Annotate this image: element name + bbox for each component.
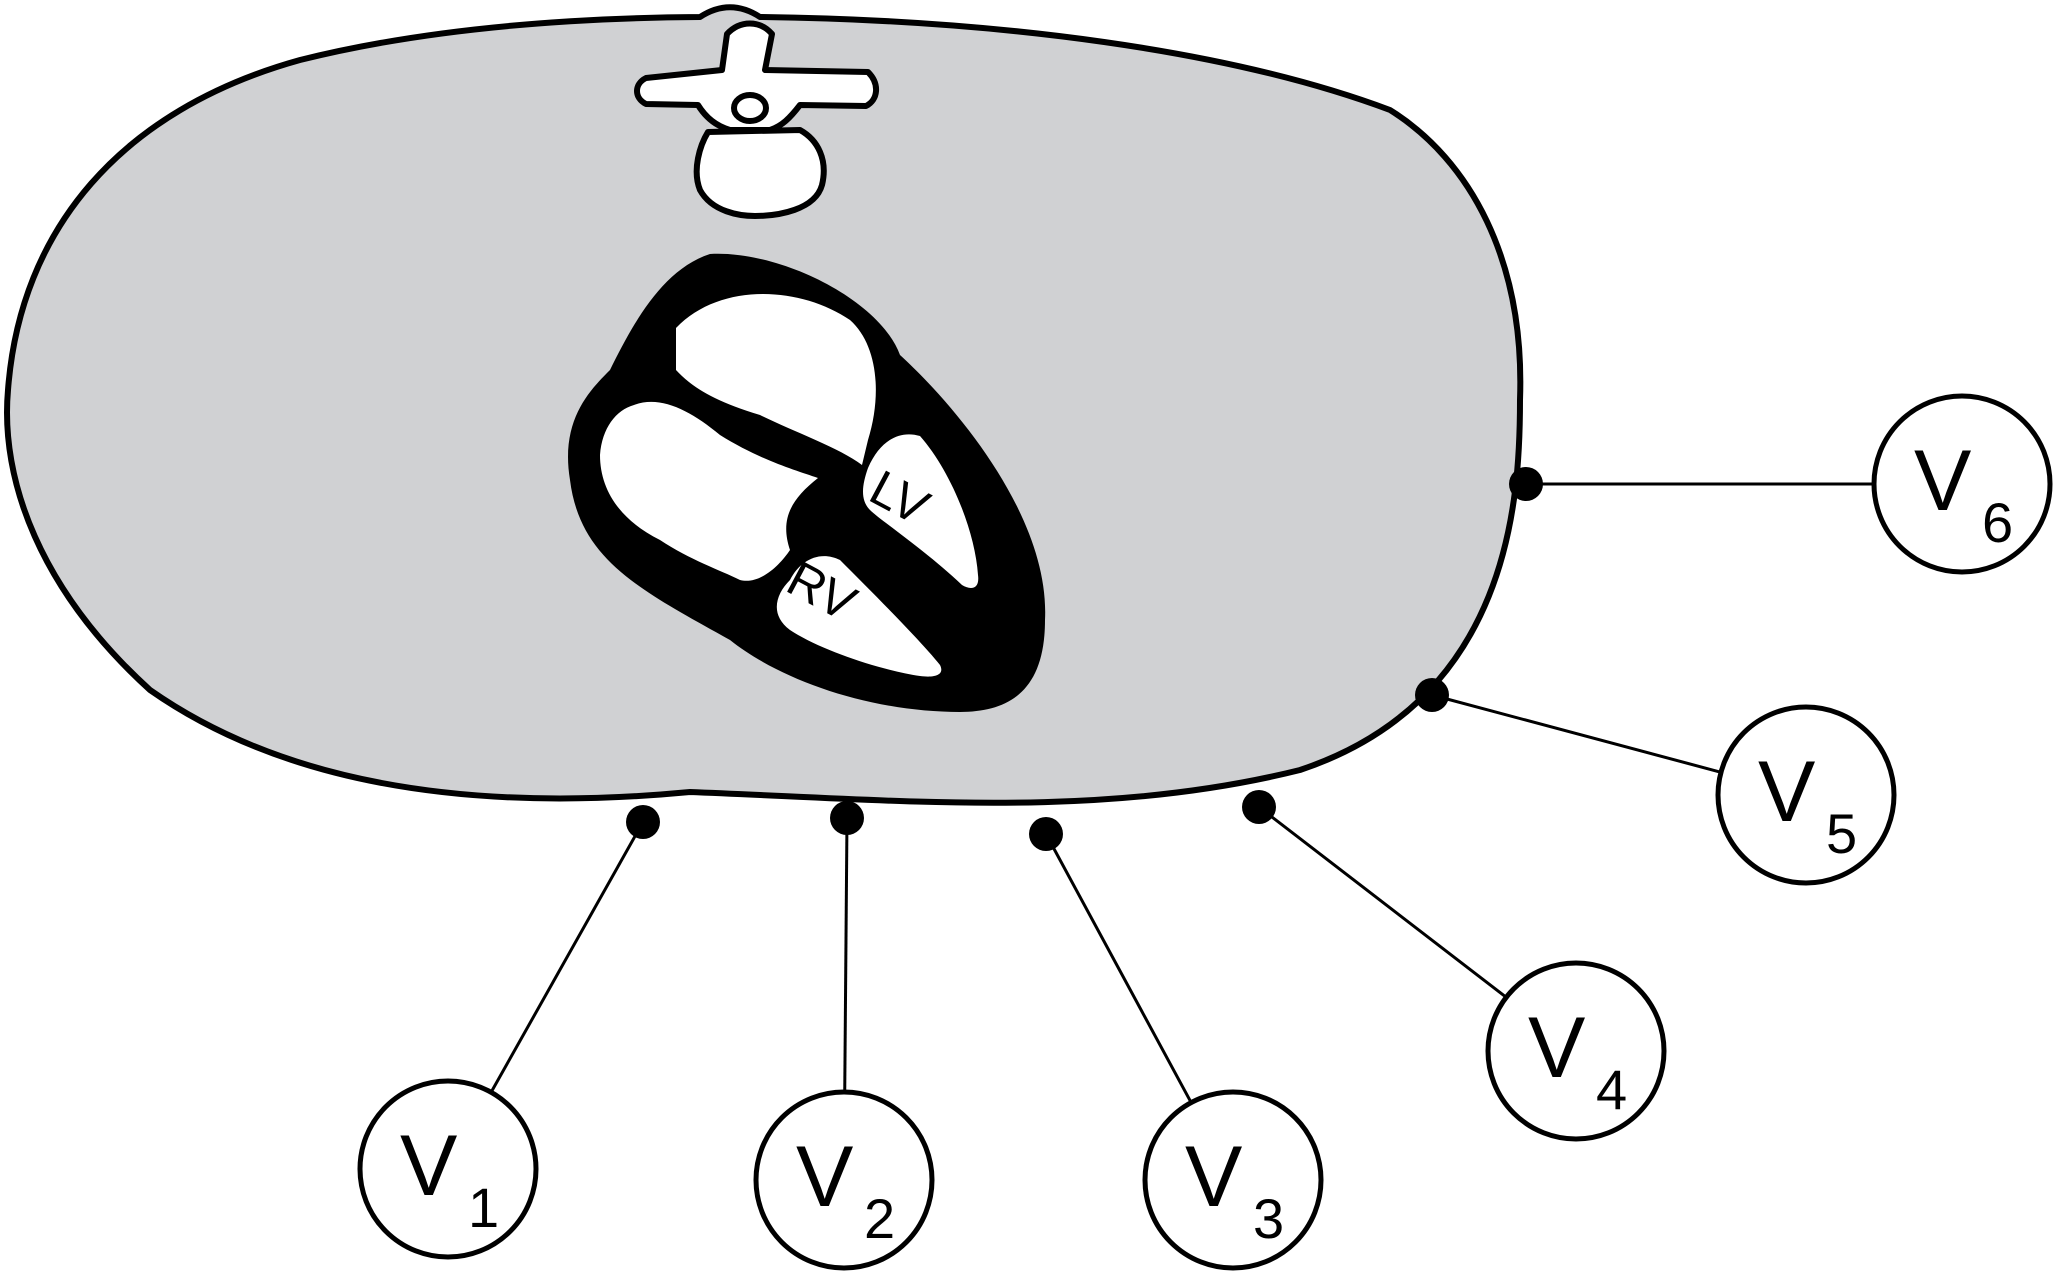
lead-lines	[489, 482, 1874, 1104]
lead-letter-v2: V	[796, 1129, 853, 1225]
lead-line-v4	[1258, 805, 1508, 999]
vertebra	[634, 20, 879, 219]
lead-subscript-v1: 1	[468, 1176, 499, 1239]
right-atrium-cavity	[600, 401, 818, 581]
lead-subscript-v3: 3	[1253, 1187, 1284, 1250]
vertebral-body	[693, 127, 827, 219]
left-atrium-cavity	[676, 293, 876, 465]
lead-line-v2	[843, 817, 849, 1093]
electrode-dot-v3	[1029, 817, 1063, 851]
lead-line-v5	[1431, 693, 1722, 774]
lead-subscript-v6: 6	[1982, 491, 2013, 554]
lead-letter-v6: V	[1914, 433, 1971, 529]
lead-line-v1	[489, 821, 645, 1094]
electrode-dot-v1	[626, 805, 660, 839]
left-ventricle-cavity	[863, 434, 979, 588]
lead-letter-v4: V	[1528, 1000, 1585, 1096]
lead-circle-v2	[753, 1089, 935, 1271]
electrode-dot-v2	[830, 801, 864, 835]
lead-circle-v6	[1871, 393, 2053, 575]
lead-subscript-v2: 2	[864, 1187, 895, 1250]
lead-subscript-v5: 5	[1826, 802, 1857, 865]
heart: LV RV	[568, 253, 1046, 713]
vertebral-arch	[634, 20, 879, 133]
lead-letter-v1: V	[400, 1118, 457, 1214]
lead-circle-v4	[1485, 960, 1667, 1142]
lead-circle-v3	[1142, 1089, 1324, 1271]
electrode-dot-v5	[1415, 678, 1449, 712]
electrode-dots	[626, 467, 1543, 851]
spinal-canal	[731, 92, 769, 124]
lead-subscript-v4: 4	[1596, 1058, 1627, 1121]
electrode-dot-v4	[1242, 790, 1276, 824]
lead-line-v3	[1044, 833, 1193, 1104]
lead-letter-v3: V	[1185, 1129, 1242, 1225]
lead-circle-v1	[357, 1078, 539, 1260]
lead-letter-v5: V	[1758, 744, 1815, 840]
lead-circle-v5	[1715, 704, 1897, 886]
electrode-dot-v6	[1509, 467, 1543, 501]
right-ventricle-cavity	[776, 556, 942, 677]
